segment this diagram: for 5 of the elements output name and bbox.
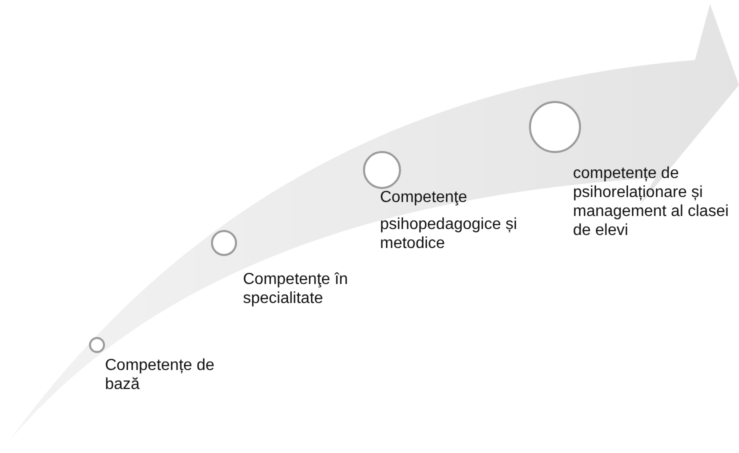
stage-label: Competenţe [380,188,468,207]
stage-label: psihopedagogice și metodice [380,215,518,253]
stage-label: Competenţe în specialitate [243,270,349,308]
stage-label: Competențe de bază [105,356,216,394]
stage-label: competențe de psihorelaționare și management al clasei de elevi [573,164,730,240]
